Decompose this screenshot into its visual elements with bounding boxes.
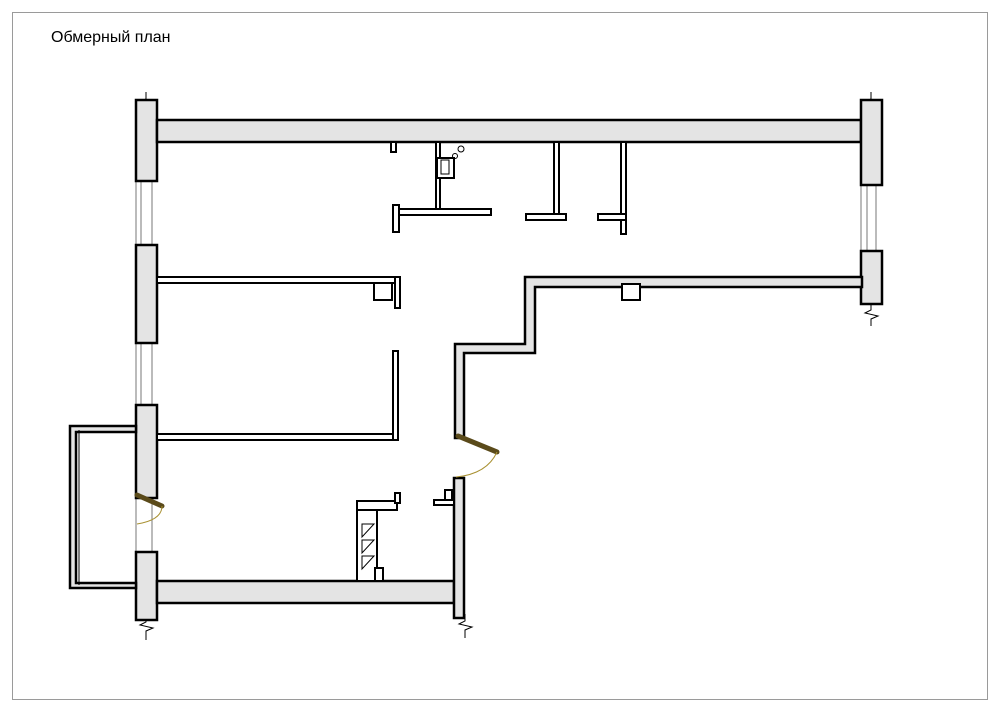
duct-box: [373, 282, 393, 301]
right-pier-bottom: [859, 249, 884, 306]
south-wall: [155, 579, 456, 605]
column-box: [621, 283, 641, 301]
balcony-railing: [68, 424, 138, 590]
break-marks: [138, 92, 880, 640]
partition-mid-1: [553, 141, 560, 215]
right-pier-top: [859, 98, 884, 187]
partition-mid-2: [620, 141, 627, 235]
doors: [134, 433, 500, 525]
kitchen-shaft: [356, 500, 398, 511]
drawing-title: Обмерный план: [51, 29, 171, 46]
bath-partition: [396, 208, 492, 216]
windows: [135, 182, 877, 552]
exterior-walls: [134, 98, 884, 622]
left-pier-bottom: [134, 550, 159, 622]
left-pier-top: [134, 98, 159, 183]
partition-upper-room: [156, 276, 396, 284]
toilet-box: [436, 157, 455, 179]
stepped-wall: [453, 275, 864, 440]
interior-partitions: [156, 141, 641, 582]
left-pier-2: [134, 243, 159, 345]
north-wall: [155, 118, 863, 144]
partition-lower-room: [156, 433, 396, 441]
entry-door: [455, 433, 500, 455]
balcony-door: [134, 492, 165, 509]
stair-wall-lower: [452, 476, 466, 620]
left-pier-3: [134, 403, 159, 500]
drawing-frame: [12, 12, 988, 700]
